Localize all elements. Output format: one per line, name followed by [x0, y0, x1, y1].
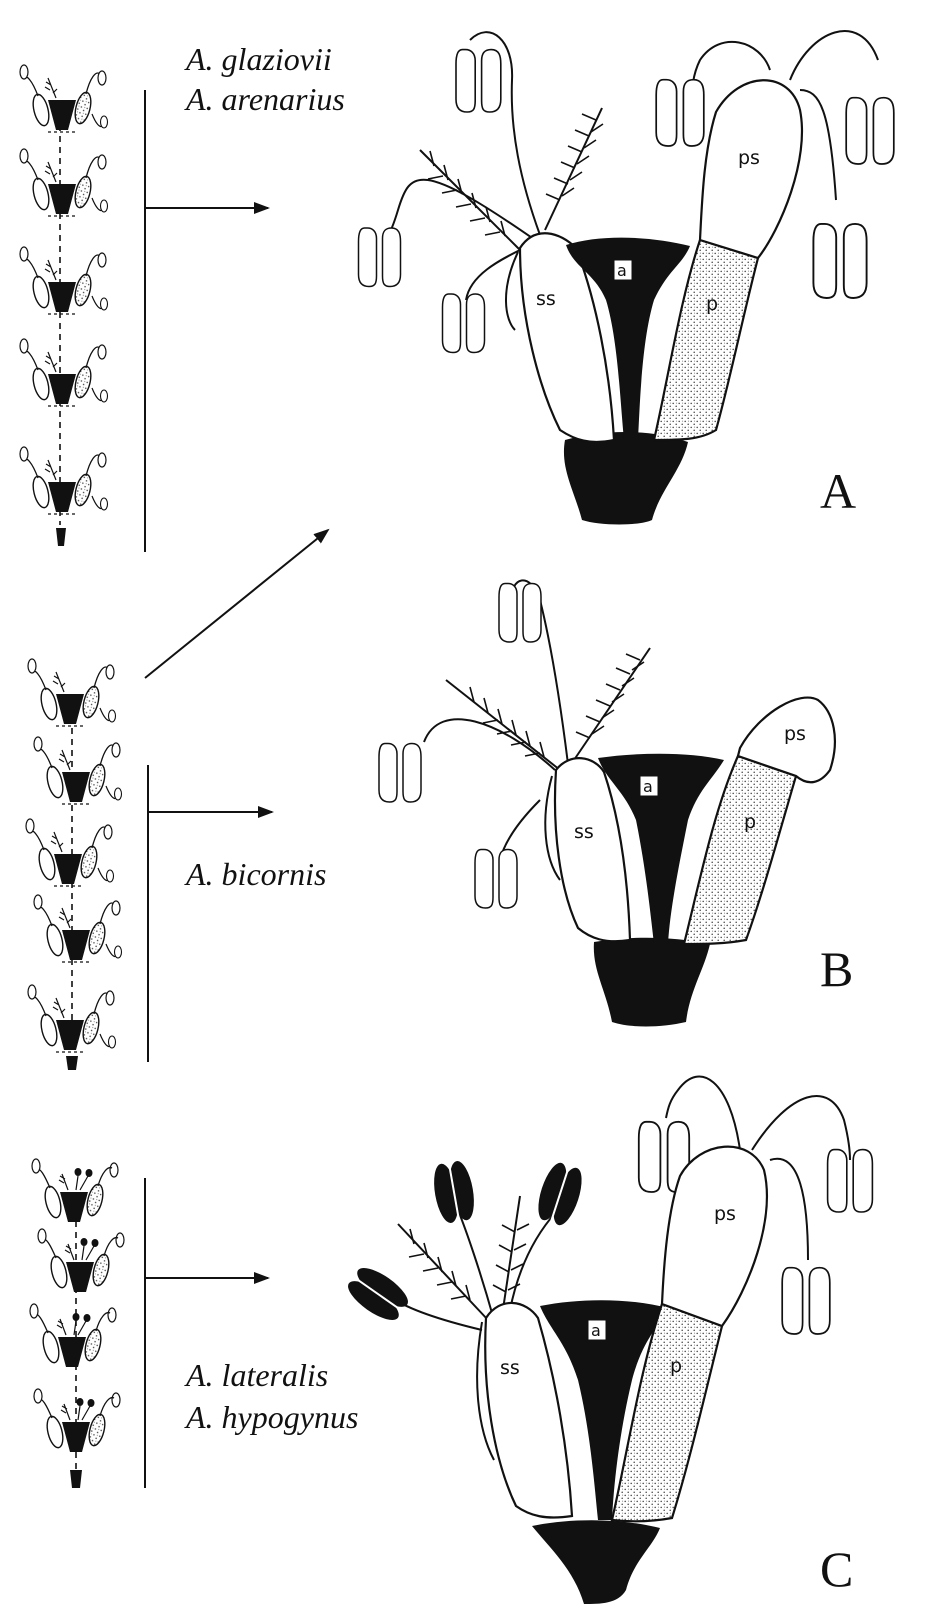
- inflorescence-column-c: [30, 1159, 124, 1488]
- label-ps-c: ps: [714, 1203, 736, 1225]
- label-a-c: a: [591, 1321, 601, 1340]
- arrow-diagonal: [145, 530, 328, 678]
- label-ss-a: ss: [536, 288, 556, 310]
- label-ps-b: ps: [784, 723, 806, 745]
- label-p-b: p: [744, 811, 756, 833]
- label-a-a: a: [617, 261, 627, 280]
- label-ss-c: ss: [500, 1357, 520, 1379]
- flower-detail-c: ss a p ps: [343, 1077, 873, 1605]
- flower-detail-a: ss a p ps: [359, 31, 894, 524]
- flower-detail-b: ss a p ps: [379, 580, 835, 1026]
- label-ss-b: ss: [574, 821, 594, 843]
- label-a-b: a: [643, 777, 653, 796]
- inflorescence-column-a: [20, 65, 108, 546]
- label-ps-a: ps: [738, 147, 760, 169]
- label-p-a: p: [706, 293, 718, 315]
- inflorescence-column-b: [26, 659, 122, 1070]
- label-p-c: p: [670, 1355, 682, 1377]
